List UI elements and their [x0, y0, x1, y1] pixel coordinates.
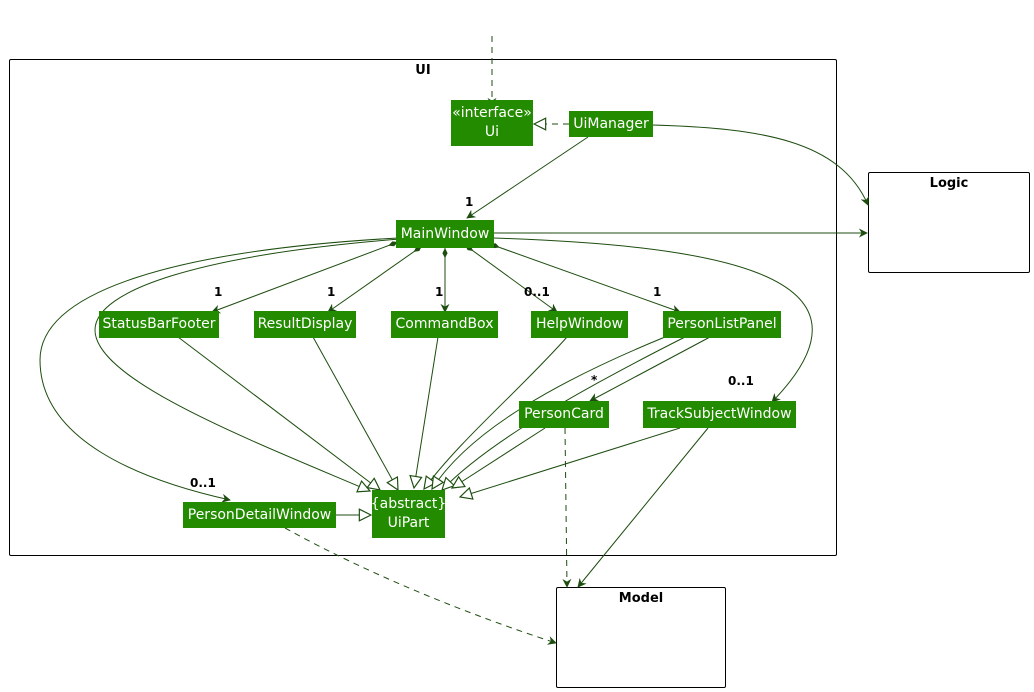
edge-uimanager-to-mainwindow [466, 136, 589, 219]
ui-interface-class[interactable]: «interface» Ui [451, 100, 533, 146]
ui-class-name: Ui [484, 124, 500, 140]
mult-mainwindow: 1 [465, 195, 474, 209]
logic-package: Logic [868, 172, 1030, 273]
edge-commandbox-generalization-uipart [414, 336, 439, 488]
edge-resultdisplay-generalization-uipart [312, 336, 398, 490]
edge-personlistpanel-personcard [589, 336, 711, 402]
commandbox-class-name: CommandBox [395, 316, 494, 332]
mult-statusbarfooter: 1 [214, 285, 223, 299]
helpwindow-class[interactable]: HelpWindow [531, 311, 628, 338]
personlistpanel-class-name: PersonListPanel [667, 316, 777, 332]
tracksubjectwindow-class-name: TrackSubjectWindow [647, 406, 792, 422]
edge-mainwindow-helpwindow [464, 244, 558, 313]
personcard-class-name: PersonCard [524, 406, 604, 422]
edge-tracksubjectwindow-generalization-uipart [460, 427, 681, 497]
model-package-title: Model [618, 591, 664, 606]
uipart-abstract-class[interactable]: {abstract} UiPart [370, 490, 447, 538]
model-package: Model [556, 587, 726, 688]
uipart-stereotype: {abstract} [370, 496, 447, 512]
edge-mainwindow-persondetailwindow [39, 237, 399, 503]
uimanager-class-name: UiManager [573, 115, 649, 132]
mult-helpwindow: 0..1 [524, 285, 550, 299]
persondetailwindow-class-name: PersonDetailWindow [187, 506, 332, 523]
edge-personcard-generalization-uipart [452, 427, 546, 488]
edge-mainwindow-generalization-uipart [94, 238, 401, 491]
edge-statusbarfooter-generalization-uipart [177, 336, 380, 490]
mult-persondetailwindow: 0..1 [190, 476, 216, 490]
edge-mainwindow-tracksubjectwindow [492, 237, 813, 403]
mult-resultdisplay: 1 [327, 285, 336, 299]
ui-package: UI [9, 59, 837, 556]
personcard-class[interactable]: PersonCard [519, 401, 609, 428]
commandbox-class[interactable]: CommandBox [391, 311, 498, 338]
persondetailwindow-class[interactable]: PersonDetailWindow [183, 502, 336, 528]
mainwindow-class-name: MainWindow [400, 225, 490, 242]
edge-personcard-to-model [562, 427, 572, 588]
edge-helpwindow-generalization-uipart [424, 336, 568, 489]
resultdisplay-class-name: ResultDisplay [257, 316, 353, 332]
uimanager-class[interactable]: UiManager [569, 111, 653, 137]
ui-stereotype: «interface» [452, 105, 532, 121]
mainwindow-class[interactable]: MainWindow [396, 220, 494, 248]
ui-package-title: UI [415, 63, 431, 78]
resultdisplay-class[interactable]: ResultDisplay [254, 311, 356, 338]
uipart-class-name: UiPart [387, 515, 430, 531]
edge-uimanager-to-logic [651, 124, 869, 206]
logic-package-title: Logic [929, 176, 969, 191]
mult-tracksubjectwindow: 0..1 [728, 374, 754, 388]
edge-mainwindow-resultdisplay [327, 245, 423, 313]
helpwindow-class-name: HelpWindow [535, 316, 624, 332]
statusbarfooter-class[interactable]: StatusBarFooter [99, 311, 219, 338]
mult-personlistpanel: 1 [653, 285, 662, 299]
edge-tracksubjectwindow-to-model [577, 427, 709, 588]
mult-commandbox: 1 [435, 285, 444, 299]
edge-persondetailwindow-to-model [284, 527, 557, 645]
mult-personcard: * [591, 373, 598, 387]
personlistpanel-class[interactable]: PersonListPanel [663, 311, 781, 338]
edge-mainwindow-statusbarfooter [211, 241, 399, 314]
edge-mainwindow-personlistpanel [489, 243, 681, 314]
tracksubjectwindow-class[interactable]: TrackSubjectWindow [643, 401, 796, 428]
statusbarfooter-class-name: StatusBarFooter [102, 316, 216, 332]
